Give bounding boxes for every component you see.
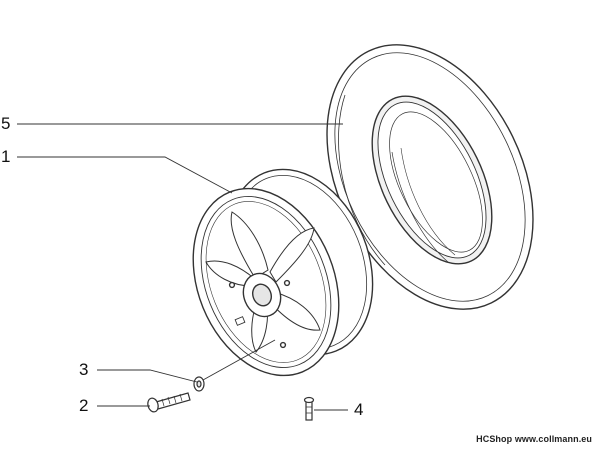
- valve: [303, 396, 315, 421]
- callout-4: 4: [354, 400, 364, 419]
- rim: [192, 168, 374, 377]
- callout-5: 5: [1, 114, 11, 133]
- leader-lines: [17, 123, 348, 411]
- tyre: [326, 44, 534, 310]
- callout-3: 3: [79, 360, 89, 379]
- leader-line-washer-rim: [202, 339, 276, 381]
- callout-1: 1: [1, 147, 11, 166]
- watermark-text: HCShop www.collmann.eu: [476, 434, 592, 444]
- bolt: [147, 392, 191, 413]
- leader-line-1: [17, 156, 233, 194]
- callout-2: 2: [79, 396, 89, 415]
- leader-line-3: [97, 369, 198, 383]
- washer: [193, 376, 205, 392]
